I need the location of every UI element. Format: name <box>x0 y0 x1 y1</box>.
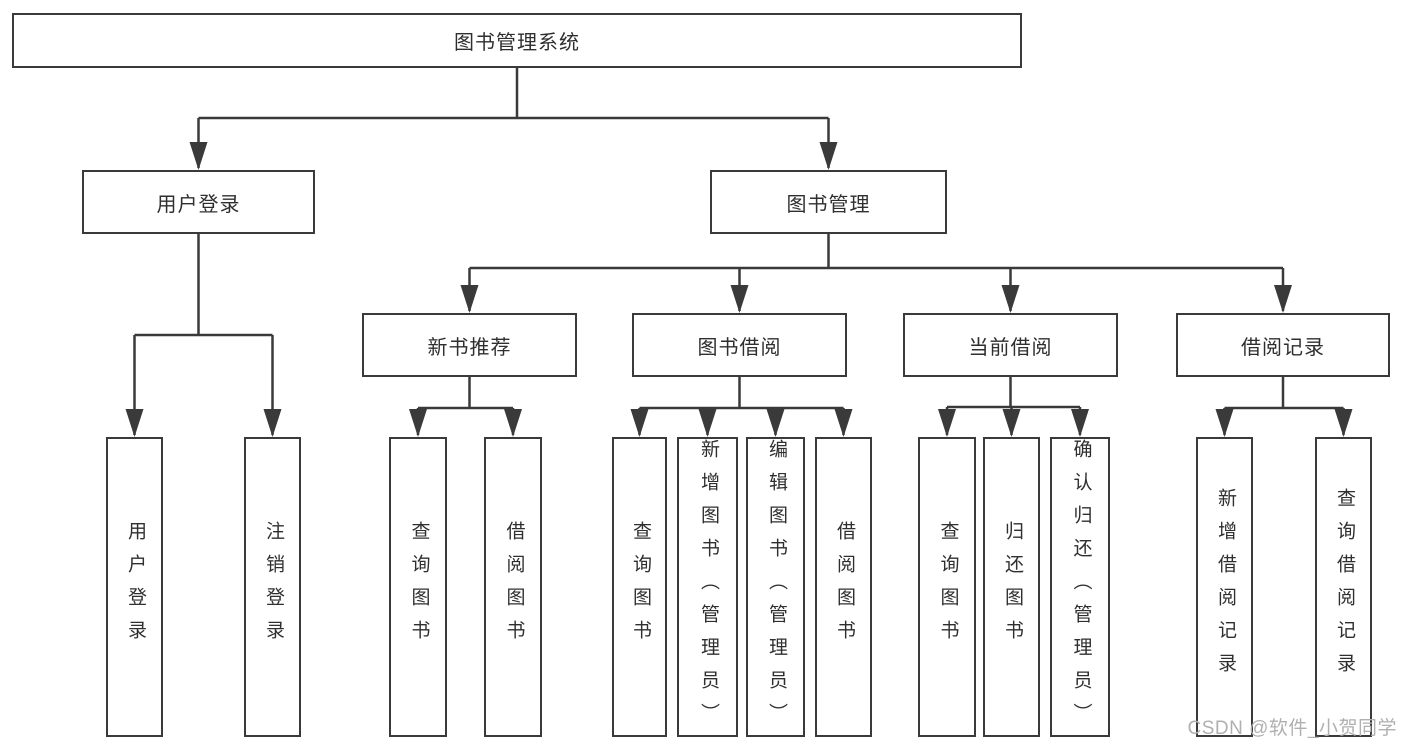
node-book-borrow-label: 图书借阅 <box>697 336 782 359</box>
node-nbr-query-books-label: 查询图书 <box>408 521 430 653</box>
node-bb-borrow-books-label: 借阅图书 <box>833 521 855 653</box>
arrow-down-icon <box>504 409 522 437</box>
node-new-book-recommend: 新书推荐 <box>362 313 577 377</box>
node-book-management-label: 图书管理 <box>786 193 871 216</box>
node-br-add-record: 新增借阅记录 <box>1196 437 1253 737</box>
node-cb-return-books-label: 归还图书 <box>1001 521 1023 653</box>
edge-root-to-level2 <box>197 68 830 168</box>
arrow-down-icon <box>938 409 956 437</box>
arrow-down-icon <box>189 142 208 170</box>
node-user-login-leaf: 用户登录 <box>106 437 163 737</box>
node-logout: 注销登录 <box>244 437 301 737</box>
node-bb-query-books-label: 查询图书 <box>629 521 651 653</box>
node-br-query-record: 查询借阅记录 <box>1315 437 1372 737</box>
arrow-down-icon <box>125 409 144 437</box>
arrow-down-icon <box>766 409 785 437</box>
node-root-label: 图书管理系统 <box>454 32 580 54</box>
node-current-borrow-label: 当前借阅 <box>968 336 1053 359</box>
arrow-down-icon <box>263 409 282 437</box>
edge-book-mgmt-children <box>468 234 1285 311</box>
node-book-borrow: 图书借阅 <box>632 313 847 377</box>
arrow-down-icon <box>409 409 427 437</box>
node-book-management: 图书管理 <box>710 170 947 234</box>
node-cb-query-books-label: 查询图书 <box>937 521 959 653</box>
node-new-book-recommend-label: 新书推荐 <box>427 336 512 359</box>
node-nbr-query-books: 查询图书 <box>389 437 447 737</box>
arrow-down-icon <box>730 285 749 313</box>
node-borrow-records-label: 借阅记录 <box>1241 336 1325 359</box>
node-user-login-leaf-label: 用户登录 <box>124 521 146 653</box>
node-root-system: 图书管理系统 <box>12 13 1022 68</box>
node-bb-add-books-admin: 新增图书（管理员） <box>677 437 738 737</box>
node-bb-borrow-books: 借阅图书 <box>815 437 872 737</box>
edge-borrow-records-children <box>1223 377 1345 435</box>
arrow-down-icon <box>834 409 853 437</box>
arrow-down-icon <box>1334 409 1353 437</box>
node-br-query-record-label: 查询借阅记录 <box>1333 488 1355 686</box>
node-br-add-record-label: 新增借阅记录 <box>1214 488 1236 686</box>
arrow-down-icon <box>1215 409 1234 437</box>
edge-user-login-children <box>133 234 274 435</box>
arrow-down-icon <box>1002 409 1021 437</box>
node-user-login: 用户登录 <box>82 170 315 234</box>
node-current-borrow: 当前借阅 <box>903 313 1118 377</box>
arrow-down-icon <box>630 409 649 437</box>
node-nbr-borrow-books: 借阅图书 <box>484 437 542 737</box>
node-user-login-label: 用户登录 <box>156 193 241 216</box>
node-cb-confirm-return-admin-label: 确认归还（管理员） <box>1070 438 1092 736</box>
node-bb-query-books: 查询图书 <box>612 437 667 737</box>
node-cb-confirm-return-admin: 确认归还（管理员） <box>1050 437 1110 737</box>
edge-book-borrow-children <box>638 377 845 435</box>
arrow-down-icon <box>1001 285 1020 313</box>
arrow-down-icon <box>460 285 479 313</box>
csdn-watermark: CSDN @软件_小贺同学 <box>1187 718 1397 739</box>
node-logout-label: 注销登录 <box>262 521 284 653</box>
node-bb-edit-books-admin-label: 编辑图书（管理员） <box>765 438 787 736</box>
arrow-down-icon <box>1274 285 1292 313</box>
arrow-down-icon <box>819 142 838 170</box>
arrow-down-icon <box>1071 409 1089 437</box>
node-cb-query-books: 查询图书 <box>918 437 976 737</box>
node-cb-return-books: 归还图书 <box>983 437 1040 737</box>
node-nbr-borrow-books-label: 借阅图书 <box>503 521 525 653</box>
arrow-down-icon <box>698 409 717 437</box>
node-borrow-records: 借阅记录 <box>1176 313 1390 377</box>
node-bb-add-books-admin-label: 新增图书（管理员） <box>697 438 719 736</box>
node-bb-edit-books-admin: 编辑图书（管理员） <box>746 437 805 737</box>
edge-new-book-rec-children <box>416 377 515 435</box>
